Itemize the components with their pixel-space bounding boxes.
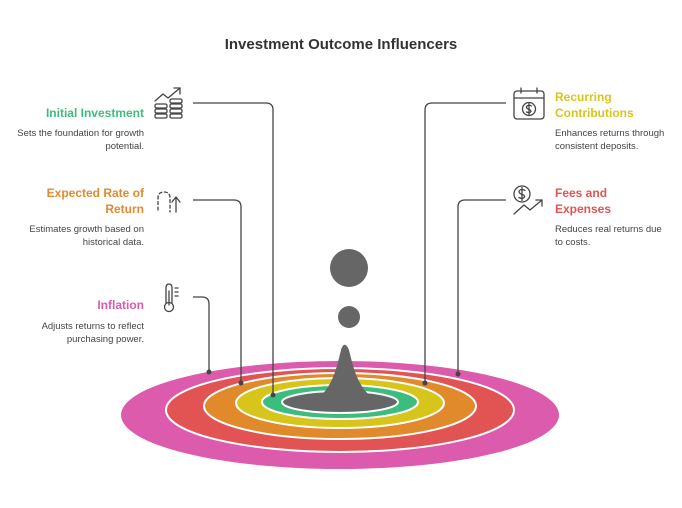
connector-fees bbox=[457, 199, 506, 374]
fees-and-expenses-description: Reduces real returns due to costs. bbox=[555, 224, 662, 248]
expected-rate-of-return-title: Expected Rate of Return bbox=[46, 186, 144, 216]
splash-spike bbox=[300, 344, 392, 404]
inflation-title: Inflation bbox=[97, 298, 144, 312]
drop-large bbox=[330, 249, 368, 287]
connector-recurring bbox=[424, 102, 506, 383]
inflation-description: Adjusts returns to reflect purchasing po… bbox=[41, 321, 144, 345]
recurring-contributions-title: Recurring Contributions bbox=[555, 90, 634, 120]
connector-inflation bbox=[193, 296, 210, 372]
initial-investment-title: Initial Investment bbox=[45, 106, 144, 120]
recurring-contributions-description: Enhances returns through consistent depo… bbox=[555, 128, 665, 152]
calendar-dollar-icon bbox=[513, 87, 545, 120]
page-title: Investment Outcome Influencers bbox=[224, 36, 458, 53]
dollar-declining-icon bbox=[513, 185, 543, 215]
connector-dot bbox=[455, 371, 461, 377]
fees-and-expenses-title: Fees and Expenses bbox=[555, 186, 612, 216]
stacked-coins-growth-icon bbox=[154, 87, 183, 119]
drop-small bbox=[338, 306, 360, 328]
connector-dot bbox=[238, 380, 244, 386]
expected-rate-of-return-description: Estimates growth based on historical dat… bbox=[29, 224, 144, 248]
initial-investment-description: Sets the foundation for growth potential… bbox=[17, 128, 144, 152]
dashed-return-arrow-icon bbox=[157, 191, 181, 213]
connector-expected-return bbox=[193, 199, 242, 383]
connector-dot bbox=[206, 369, 212, 375]
connector-dot bbox=[270, 392, 276, 398]
connector-dot bbox=[422, 380, 428, 386]
thermometer-icon bbox=[163, 283, 179, 313]
connector-initial-investment bbox=[193, 102, 274, 395]
